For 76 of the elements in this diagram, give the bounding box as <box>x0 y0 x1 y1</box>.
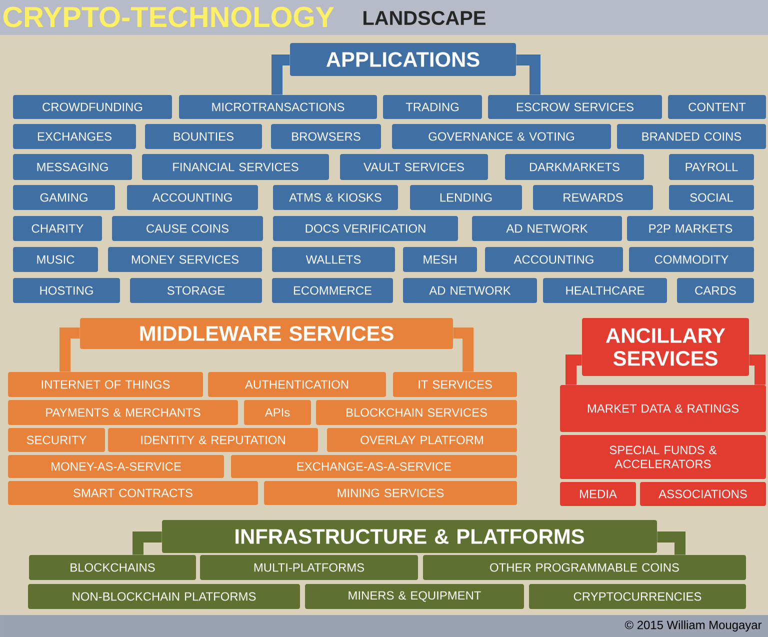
copyright: © 2015 William Mougayar <box>624 620 762 632</box>
category-box: ACCOUNTING <box>485 247 623 272</box>
category-box: MONEY-AS-A-SERVICE <box>8 455 224 478</box>
category-box: MINERS & EQUIPMENT <box>305 584 524 609</box>
category-box: DARKMARKETS <box>505 154 644 180</box>
category-box: CROWDFUNDING <box>13 95 172 119</box>
category-box: ECOMMERCE <box>272 278 393 303</box>
bracket <box>566 354 582 385</box>
category-box: MUSIC <box>13 247 98 272</box>
category-box: STORAGE <box>130 278 262 303</box>
bracket <box>60 328 80 372</box>
category-box: MICROTRANSACTIONS <box>179 95 377 119</box>
bracket <box>132 532 162 555</box>
category-header: APPLICATIONS <box>290 43 516 76</box>
category-box: ATMS & KIOSKS <box>273 185 398 210</box>
category-box: WALLETS <box>272 247 395 272</box>
category-box: DOCS VERIFICATION <box>273 216 458 241</box>
category-box: NON-BLOCKCHAIN PLATFORMS <box>28 584 300 609</box>
category-box: FINANCIAL SERVICES <box>142 154 329 180</box>
category-box: MESH <box>403 247 477 272</box>
category-box: LENDING <box>410 185 522 210</box>
category-box: IT SERVICES <box>393 372 517 397</box>
category-box: BLOCKCHAINS <box>29 555 196 580</box>
category-box: PAYMENTS & MERCHANTS <box>8 400 238 425</box>
category-box: SMART CONTRACTS <box>8 481 258 505</box>
bracket <box>272 54 290 95</box>
category-header: ANCILLARY SERVICES <box>582 318 749 376</box>
category-box: SECURITY <box>8 428 105 452</box>
category-box: MINING SERVICES <box>264 481 517 505</box>
category-box: MULTI-PLATFORMS <box>200 555 418 580</box>
category-box: CAUSE COINS <box>112 216 263 241</box>
category-box: IDENTITY & REPUTATION <box>108 428 318 452</box>
bracket <box>749 354 766 385</box>
category-box: CHARITY <box>13 216 102 241</box>
category-header: INFRASTRUCTURE & PLATFORMS <box>162 520 657 553</box>
bracket <box>657 532 686 555</box>
category-box: EXCHANGES <box>13 124 136 149</box>
category-box: BOUNTIES <box>145 124 262 149</box>
category-box: TRADING <box>383 95 482 119</box>
category-box: MEDIA <box>560 482 636 506</box>
bracket <box>453 328 474 372</box>
category-box: ASSOCIATIONS <box>640 482 766 506</box>
category-box: AD NETWORK <box>472 216 622 241</box>
category-box: REWARDS <box>533 185 653 210</box>
subtitle: LANDSCAPE <box>364 10 486 26</box>
category-box: CONTENT <box>668 95 766 119</box>
category-box: VAULT SERVICES <box>340 154 488 180</box>
category-box: P2P MARKETS <box>627 216 754 241</box>
category-box: BRANDED COINS <box>617 124 766 149</box>
category-box: OTHER PROGRAMMABLE COINS <box>423 555 746 580</box>
category-box: EXCHANGE-AS-A-SERVICE <box>231 455 517 478</box>
category-header: MIDDLEWARE SERVICES <box>80 318 453 349</box>
bracket <box>516 54 540 95</box>
category-box: BLOCKCHAIN SERVICES <box>316 400 517 425</box>
category-box: ACCOUNTING <box>127 185 258 210</box>
category-box: MARKET DATA & RATINGS <box>560 385 766 432</box>
category-box: GOVERNANCE & VOTING <box>392 124 611 149</box>
category-box: HEALTHCARE <box>543 278 667 303</box>
category-box: APIs <box>244 400 311 425</box>
category-box: COMMODITY <box>629 247 754 272</box>
category-box: BROWSERS <box>271 124 381 149</box>
category-box: MONEY SERVICES <box>108 247 262 272</box>
category-box: OVERLAY PLATFORM <box>327 428 517 452</box>
category-box: AUTHENTICATION <box>208 372 386 397</box>
category-box: CARDS <box>677 278 754 303</box>
category-box: HOSTING <box>13 278 120 303</box>
category-box: INTERNET OF THINGS <box>8 372 203 397</box>
category-box: GAMING <box>13 185 115 210</box>
category-box: MESSAGING <box>13 154 132 180</box>
category-box: ESCROW SERVICES <box>488 95 662 119</box>
category-box: CRYPTOCURRENCIES <box>529 584 746 609</box>
category-box: PAYROLL <box>669 154 754 180</box>
category-box: SOCIAL <box>669 185 754 210</box>
title: CRYPTO-TECHNOLOGY <box>3 6 334 28</box>
category-box: AD NETWORK <box>403 278 537 303</box>
category-box: SPECIAL FUNDS & ACCELERATORS <box>560 435 766 479</box>
